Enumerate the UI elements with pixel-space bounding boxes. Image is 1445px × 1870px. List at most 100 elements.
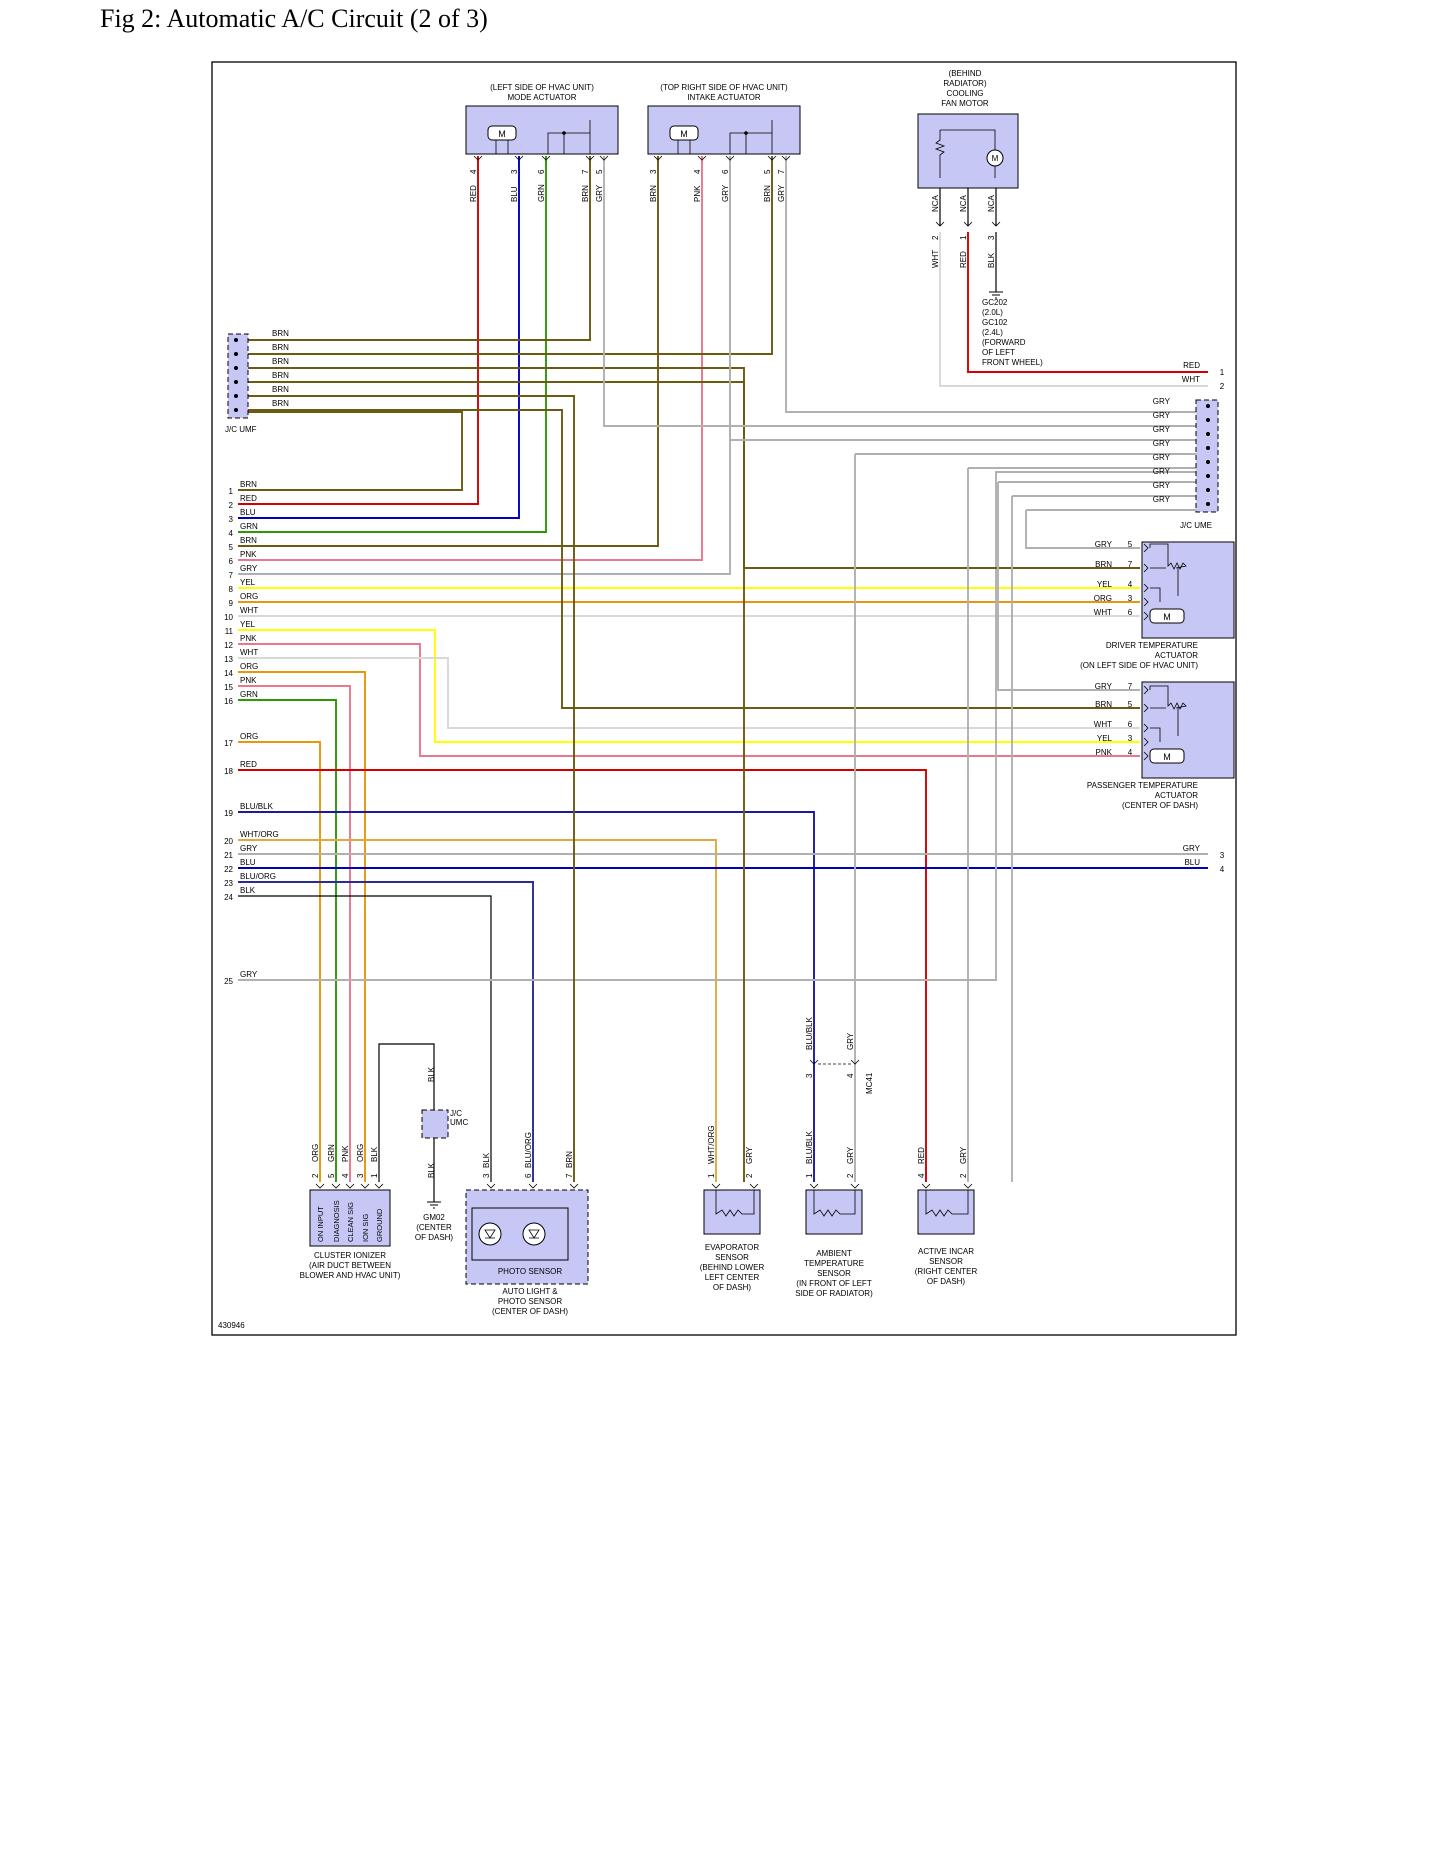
left-pin-color: GRY bbox=[240, 844, 258, 853]
left-pin-color: GRY bbox=[240, 564, 258, 573]
ionizer-pin-function: ON INPUT bbox=[316, 1206, 325, 1242]
left-pin-number: 10 bbox=[224, 613, 233, 622]
right-pin-color: RED bbox=[1183, 361, 1200, 370]
fan-motor-block bbox=[917, 113, 1019, 189]
ionizer-pin-number: 2 bbox=[311, 1173, 320, 1178]
junction-dot bbox=[1206, 446, 1210, 450]
left-pin-color: YEL bbox=[240, 620, 256, 629]
ground-gm02-label: GM02 bbox=[423, 1213, 445, 1222]
ambient-sensor-pin-number: 1 bbox=[805, 1173, 814, 1178]
fan-wire-red bbox=[967, 232, 1208, 373]
ionizer-pin-function: CLEAN SIG bbox=[346, 1202, 355, 1242]
gm02-wire-color: BLK bbox=[427, 1066, 436, 1082]
passenger-temp-actuator-pin-number: 7 bbox=[1128, 682, 1133, 691]
photo-sensor-label: PHOTO SENSOR bbox=[498, 1297, 563, 1306]
intake-actuator-pin-number: 3 bbox=[649, 169, 658, 174]
evaporator-sensor-pin bbox=[711, 1183, 721, 1189]
umf-wire-mode7 bbox=[236, 156, 591, 341]
fan-nca-label: NCA bbox=[987, 194, 996, 212]
cluster-ionizer-label: BLOWER AND HVAC UNIT) bbox=[300, 1271, 401, 1280]
intake-actuator-pin-color: GRY bbox=[777, 184, 786, 202]
driver-temp-actuator-motor-m: M bbox=[1163, 612, 1171, 622]
jc-umc-label: UMC bbox=[450, 1118, 468, 1127]
photo-sensor-label: (CENTER OF DASH) bbox=[492, 1307, 568, 1316]
motor-m: M bbox=[992, 154, 999, 163]
mode-actuator-pin bbox=[599, 155, 609, 161]
ground-gc-label: (2.4L) bbox=[982, 328, 1003, 337]
ume-wire-driver5b bbox=[1025, 510, 1140, 549]
gm02-wire-color: BLK bbox=[427, 1162, 436, 1178]
document-id: 430946 bbox=[218, 1321, 245, 1330]
ume-wire-color: GRY bbox=[1153, 453, 1171, 462]
mode-actuator-pin-number: 7 bbox=[581, 169, 590, 174]
left-pin-number: 9 bbox=[229, 599, 234, 608]
intake-actuator-pin-color: BRN bbox=[649, 185, 658, 202]
left-pin-number: 7 bbox=[229, 571, 234, 580]
wire-pin1 bbox=[236, 411, 463, 491]
incar-sensor-internal bbox=[925, 1190, 969, 1217]
left-pin-color: GRN bbox=[240, 522, 258, 531]
right-pin-number: 2 bbox=[1220, 382, 1225, 391]
wire-pin12 bbox=[238, 643, 1140, 757]
ambient-sensor-pin-color: GRY bbox=[846, 1146, 855, 1164]
evaporator-sensor-label: EVAPORATOR bbox=[705, 1243, 759, 1252]
photo-sensor-pin bbox=[486, 1183, 496, 1189]
mode-actuator-pin-number: 3 bbox=[510, 169, 519, 174]
passenger-temp-actuator-pin-color: YEL bbox=[1097, 734, 1113, 743]
driver-temp-actuator-motor bbox=[1149, 608, 1185, 624]
umf-wire-intake5 bbox=[236, 156, 773, 355]
left-pin-color: ORG bbox=[240, 592, 258, 601]
umf-wire-color: BRN bbox=[272, 399, 289, 408]
ume-wire-color: GRY bbox=[1153, 481, 1171, 490]
evaporator-sensor-block bbox=[703, 1189, 761, 1235]
fan-pin-color: WHT bbox=[931, 250, 940, 268]
ume-wire-color: GRY bbox=[1153, 425, 1171, 434]
wire-pin6 bbox=[238, 156, 703, 561]
junction-dot bbox=[1206, 474, 1210, 478]
photo-sensor-pin bbox=[528, 1183, 538, 1189]
incar-sensor-label: SENSOR bbox=[929, 1257, 963, 1266]
left-pin-color: PNK bbox=[240, 550, 257, 559]
left-pin-number: 8 bbox=[229, 585, 234, 594]
passenger-temp-actuator-label: (CENTER OF DASH) bbox=[1122, 801, 1198, 810]
mode-actuator-motor-m: M bbox=[498, 129, 506, 139]
wire-pin25 bbox=[238, 471, 1208, 981]
left-pin-color: GRY bbox=[240, 970, 258, 979]
left-pin-color: BLU bbox=[240, 508, 256, 517]
intake-actuator-label: (TOP RIGHT SIDE OF HVAC UNIT) bbox=[660, 83, 788, 92]
fan-motor-label: FAN MOTOR bbox=[941, 99, 989, 108]
mode-actuator-pin-color: RED bbox=[469, 185, 478, 202]
driver-temp-actuator-pin-color: BRN bbox=[1095, 560, 1112, 569]
left-pin-number: 1 bbox=[229, 487, 234, 496]
labels-layer: 1BRN2RED3BLU4GRN5BRN6PNK7GRY8YEL9ORG10WH… bbox=[224, 69, 1225, 1316]
left-pin-number: 24 bbox=[224, 893, 233, 902]
mode-actuator-pin-number: 4 bbox=[469, 169, 478, 174]
photo-sensor-label: AUTO LIGHT & bbox=[502, 1287, 558, 1296]
driver-temp-actuator-pin bbox=[1143, 563, 1149, 573]
umf-wire-color: BRN bbox=[272, 371, 289, 380]
incar-sensor-pin bbox=[963, 1183, 973, 1189]
left-pin-number: 25 bbox=[224, 977, 233, 986]
driver-temp-actuator-pin-number: 5 bbox=[1128, 540, 1133, 549]
mode-actuator-pin-color: BLU bbox=[510, 186, 519, 202]
passenger-temp-actuator-pin bbox=[1143, 703, 1149, 713]
ambient-sensor-pin-color: BLU/BLK bbox=[805, 1130, 814, 1164]
ambient-sensor-label: AMBIENT bbox=[816, 1249, 852, 1258]
left-pin-number: 6 bbox=[229, 557, 234, 566]
left-pin-color: BLK bbox=[240, 886, 256, 895]
ground-gm02-label: OF DASH) bbox=[415, 1233, 454, 1242]
ambient-sensor-label: (IN FRONT OF LEFT bbox=[796, 1279, 872, 1288]
incar-sensor-block bbox=[917, 1189, 975, 1235]
jc-umc-block bbox=[421, 1109, 449, 1139]
wire-pin18 bbox=[238, 769, 927, 1182]
cluster-ionizer-pin bbox=[374, 1183, 384, 1189]
photo-pin-number: 3 bbox=[482, 1173, 491, 1178]
left-pin-number: 13 bbox=[224, 655, 233, 664]
incar-sensor-pin-number: 4 bbox=[917, 1173, 926, 1178]
ambient-sensor-pin bbox=[809, 1183, 819, 1189]
fan-motor-internal bbox=[934, 129, 996, 178]
mode-actuator-motor bbox=[487, 125, 517, 141]
passenger-temp-actuator-motor-m: M bbox=[1163, 752, 1171, 762]
left-pin-number: 14 bbox=[224, 669, 233, 678]
right-pin-number: 3 bbox=[1220, 851, 1225, 860]
